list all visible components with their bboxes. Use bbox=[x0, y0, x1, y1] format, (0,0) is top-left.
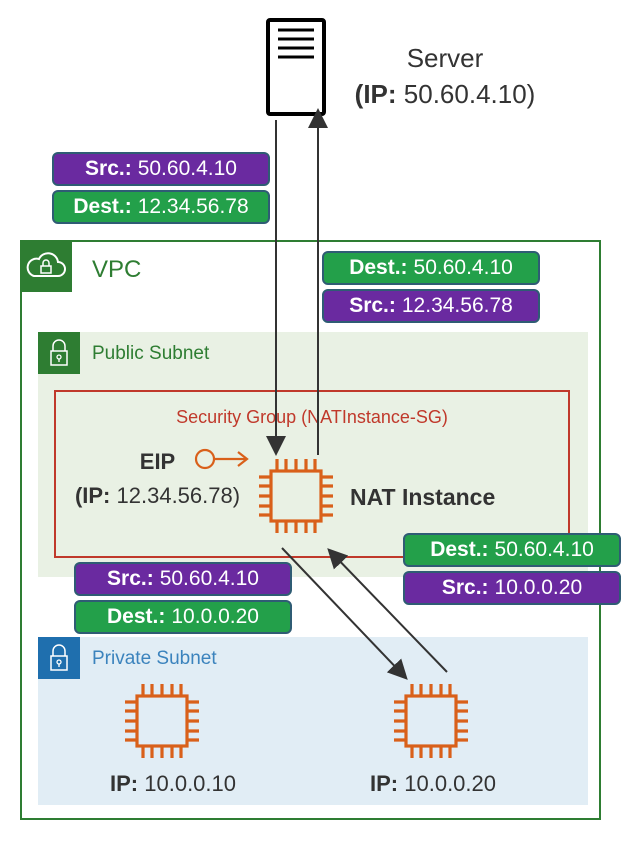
vpc-cloud-icon bbox=[20, 240, 72, 292]
tag-key: Src.: bbox=[441, 576, 489, 599]
vpc-boundary bbox=[20, 240, 601, 820]
private-subnet-lock-icon bbox=[38, 637, 80, 679]
tag-value: 50.60.4.10 bbox=[159, 567, 259, 590]
private-instance-1-chip-icon bbox=[121, 680, 203, 767]
packet-tag: Dest.:50.60.4.10 bbox=[403, 533, 621, 567]
server-title: Server bbox=[406, 43, 484, 73]
tag-value: 50.60.4.10 bbox=[413, 256, 513, 279]
eip-ip-value: 12.34.56.78) bbox=[116, 483, 241, 508]
packet-tag: Src.:10.0.0.20 bbox=[403, 571, 621, 605]
packet-tag: Dest.:10.0.0.20 bbox=[74, 600, 292, 634]
ip-prefix: IP: bbox=[110, 771, 139, 796]
ip-prefix: IP: bbox=[370, 771, 399, 796]
public-subnet-label: Public Subnet bbox=[92, 343, 210, 364]
private-instance-2-ip: IP: 10.0.0.20 bbox=[358, 771, 508, 797]
nat-instance-label: NAT Instance bbox=[350, 484, 496, 510]
eip-label: EIP (IP: 12.34.56.78) bbox=[60, 445, 255, 513]
tag-key: Dest.: bbox=[107, 605, 166, 628]
arrow-nat-to-private bbox=[281, 547, 408, 680]
private-instance-2-chip-icon bbox=[390, 680, 472, 767]
packet-tag: Src.:50.60.4.10 bbox=[74, 562, 292, 596]
private-subnet-label: Private Subnet bbox=[92, 648, 217, 669]
tag-value: 10.0.0.20 bbox=[171, 605, 259, 628]
server-icon bbox=[266, 18, 326, 116]
packet-tag: Src.:12.34.56.78 bbox=[322, 289, 540, 323]
tag-value: 12.34.56.78 bbox=[137, 195, 249, 218]
packet-tag: Dest.:50.60.4.10 bbox=[322, 251, 540, 285]
packet-tag: Dest.:12.34.56.78 bbox=[52, 190, 270, 224]
tag-key: Dest.: bbox=[430, 538, 489, 561]
eip-title: EIP bbox=[139, 449, 176, 474]
arrow-private-to-nat bbox=[327, 548, 448, 673]
tag-value: 50.60.4.10 bbox=[137, 157, 237, 180]
tag-value: 50.60.4.10 bbox=[494, 538, 594, 561]
tag-key: Src.: bbox=[349, 294, 396, 317]
ip-value: 10.0.0.20 bbox=[404, 771, 496, 796]
server-label: Server (IP: 50.60.4.10) bbox=[345, 40, 545, 112]
ip-value: 10.0.0.10 bbox=[144, 771, 236, 796]
packet-tag: Src.:50.60.4.10 bbox=[52, 152, 270, 186]
security-group-label: Security Group (NATInstance-SG) bbox=[176, 407, 448, 427]
server-ip-value: 50.60.4.10) bbox=[403, 79, 536, 109]
tag-key: Dest.: bbox=[349, 256, 408, 279]
tag-key: Src.: bbox=[107, 567, 154, 590]
tag-value: 12.34.56.78 bbox=[401, 294, 513, 317]
vpc-label: VPC bbox=[92, 256, 142, 283]
server-ip-prefix: (IP: bbox=[354, 79, 397, 109]
security-group-boundary bbox=[54, 390, 570, 558]
tag-key: Src.: bbox=[85, 157, 132, 180]
nat-instance-chip-icon bbox=[255, 455, 337, 542]
public-subnet-lock-icon bbox=[38, 332, 80, 374]
private-instance-1-ip: IP: 10.0.0.10 bbox=[98, 771, 248, 797]
tag-key: Dest.: bbox=[73, 195, 132, 218]
eip-ip-prefix: (IP: bbox=[74, 483, 111, 508]
tag-value: 10.0.0.20 bbox=[494, 576, 583, 599]
eip-icon bbox=[193, 447, 251, 476]
